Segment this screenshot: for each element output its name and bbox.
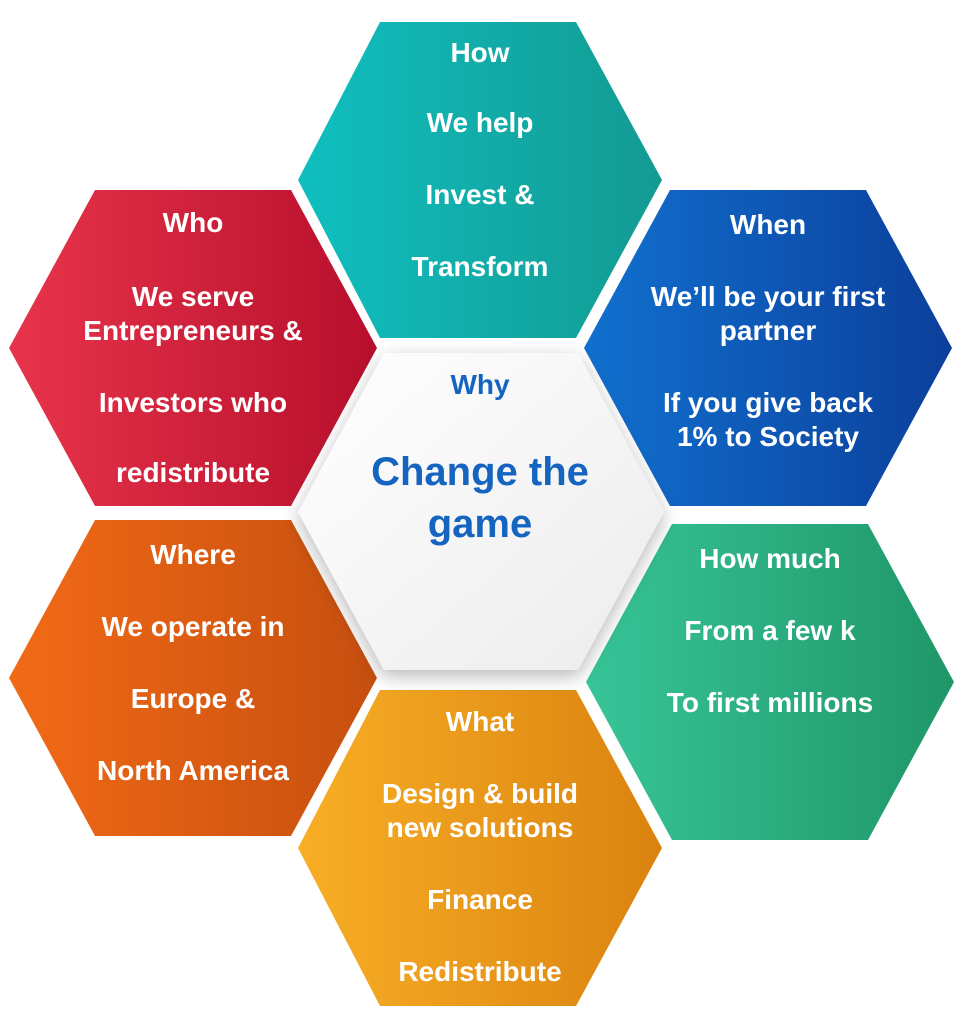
hexagon-when-line: If you give back (662, 387, 874, 418)
hexagon-where-text: Where We operate in Europe & North Ameri… (18, 538, 368, 788)
hexagon-where-line: Europe & (130, 683, 256, 714)
hexagon-how-much-text: How much From a few k To first millions (595, 542, 945, 720)
hexagon-when-text: When We’ll be your first partner If you … (590, 208, 946, 454)
hexagon-where-line: We operate in (101, 611, 285, 642)
hexagon-how-text: How We help Invest & Transform (330, 36, 630, 284)
hexagon-who-text: Who We serve Entrepreneurs & Investors w… (18, 206, 368, 490)
hexagon-who-line: redistribute (115, 457, 271, 488)
hexagon-where (9, 520, 377, 836)
hexagon-how-much-title: How much (699, 543, 841, 574)
hexagon-what-line: Redistribute (398, 956, 562, 987)
hexagon-when-line: partner (719, 315, 817, 346)
hexagon-how-much-line: To first millions (666, 687, 874, 718)
hexagon-what (298, 690, 662, 1006)
hexagon-how-much (586, 524, 954, 840)
hexagon-how-line: Transform (411, 251, 549, 282)
hexagon-where-title: Where (150, 539, 236, 570)
hexagon-what-text: What Design & build new solutions Financ… (330, 705, 630, 989)
hexagon-how (298, 22, 662, 338)
hexagon-why-text: Why Change the game (330, 368, 630, 550)
hexagon-what-line: new solutions (386, 812, 574, 843)
hexagon-how-line: We help (426, 107, 534, 138)
hexagon-what-line: Finance (427, 884, 533, 915)
hexagon-what-line: Design & build (382, 778, 578, 809)
hexagon-who (9, 190, 377, 506)
hexagon-who-title: Who (162, 207, 224, 238)
hexagon-when (584, 190, 952, 506)
hexagon-what-title: What (445, 706, 515, 737)
hexagon-how-line: Invest & (425, 179, 535, 210)
hexagon-when-line: We’ll be your first (650, 281, 886, 312)
hexagon-why-line: game (427, 502, 533, 546)
hexagon-who-line: We serve (131, 281, 255, 312)
hexagon-when-title: When (729, 209, 807, 240)
hexagon-how-title: How (450, 37, 510, 68)
hexagon-why (298, 353, 664, 670)
hexagon-when-line: 1% to Society (676, 421, 860, 452)
hexagon-who-line: Investors who (98, 387, 288, 418)
hexagon-where-line: North America (97, 755, 289, 786)
hexagon-how-much-line: From a few k (684, 615, 856, 646)
hexagon-why-title: Why (450, 369, 510, 400)
hexagon-who-line: Entrepreneurs & (83, 315, 303, 346)
hexagon-why-line: Change the (371, 450, 589, 494)
